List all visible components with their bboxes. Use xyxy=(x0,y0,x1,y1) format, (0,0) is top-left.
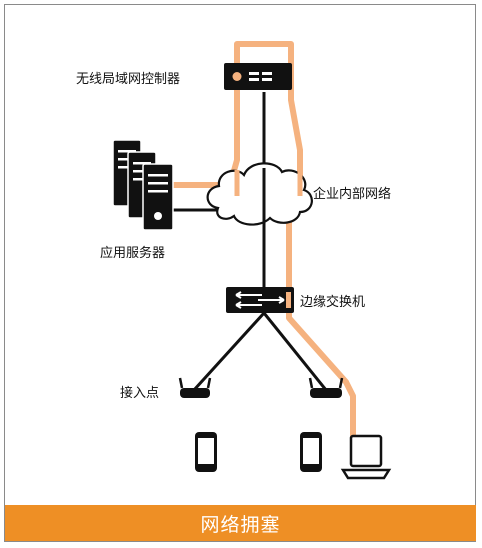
wlan-controller-label: 无线局域网控制器 xyxy=(76,72,181,87)
enterprise-network-label: 企业内部网络 xyxy=(313,187,392,202)
access-point-label: 接入点 xyxy=(120,386,160,401)
access-point-icon xyxy=(308,377,344,398)
laptop-icon xyxy=(340,434,392,480)
switch-icon xyxy=(226,287,294,313)
edge-switch-label: 边缘交换机 xyxy=(300,295,366,310)
app-servers-label: 应用服务器 xyxy=(100,246,166,261)
phone-icon xyxy=(195,432,217,472)
access-point-icon xyxy=(178,377,212,398)
server-icon xyxy=(112,139,174,231)
cloud-icon xyxy=(206,162,313,226)
controller-icon xyxy=(224,63,292,90)
footer-title: 网络拥塞 xyxy=(200,513,281,536)
phone-icon xyxy=(300,432,322,472)
connection-lines xyxy=(173,92,328,392)
footer-title-bar: 网络拥塞 xyxy=(5,505,476,541)
